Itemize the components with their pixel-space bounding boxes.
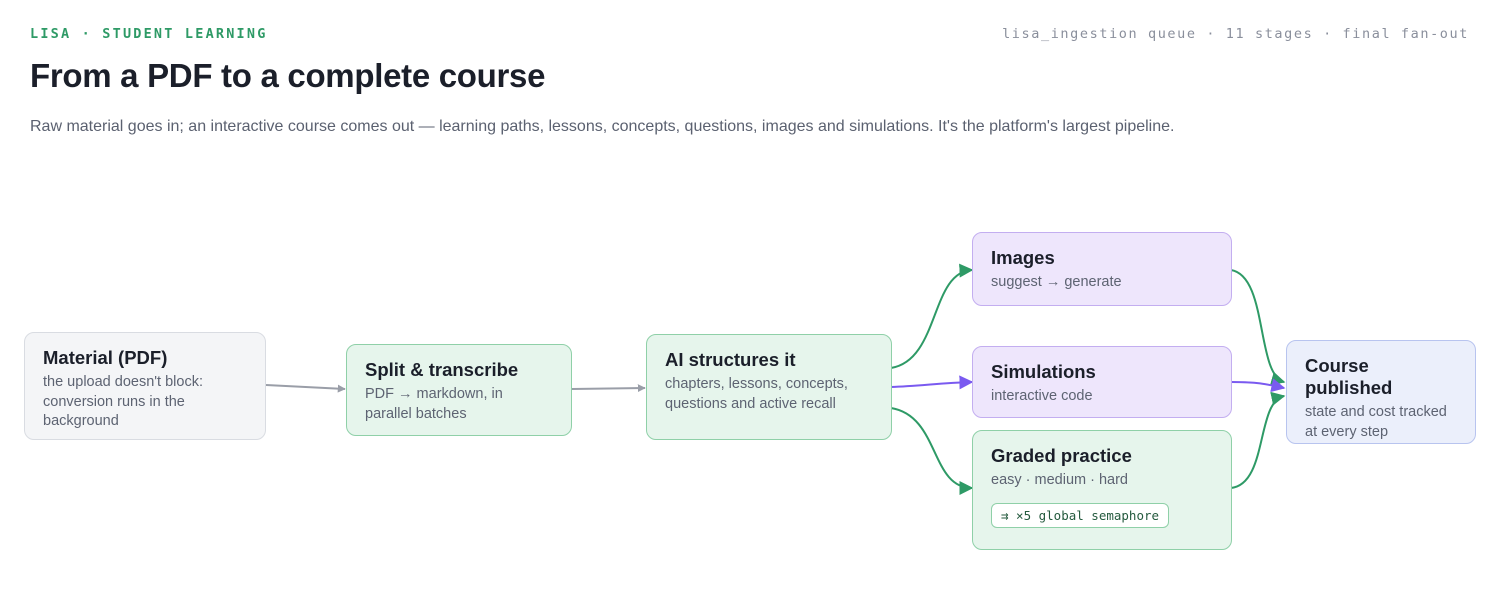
page-title: From a PDF to a complete course xyxy=(30,57,546,94)
page-subtitle: Raw material goes in; an interactive cou… xyxy=(30,118,1175,135)
node-ai-structures: AI structures it chapters, lessons, conc… xyxy=(646,334,892,440)
arrow-material-to-split xyxy=(265,384,346,393)
semaphore-chip: ⇉ ×5 global semaphore xyxy=(991,502,1170,528)
node-practice-title: Graded practice xyxy=(991,445,1132,466)
pipeline-meta: lisa_ingestion queue · 11 stages · final… xyxy=(1002,26,1469,42)
node-images-desc: suggest → generate xyxy=(991,274,1122,290)
arrow-ai-to-practice xyxy=(890,407,974,495)
node-practice-desc: easy · medium · hard xyxy=(991,472,1128,488)
node-images-title: Images xyxy=(991,247,1055,268)
node-simulations-desc: interactive code xyxy=(991,388,1093,404)
eyebrow-label: LISA · STUDENT LEARNING xyxy=(30,26,268,42)
arrow-ai-to-simulations xyxy=(890,375,974,390)
node-images: Images suggest → generate xyxy=(972,232,1232,306)
node-graded-practice: Graded practice easy · medium · hard ⇉ ×… xyxy=(972,430,1232,550)
arrow-practice-to-course xyxy=(1230,391,1286,489)
node-material: Material (PDF) the upload doesn't block:… xyxy=(24,332,266,440)
node-course-published: Course published state and cost tracked … xyxy=(1286,340,1476,444)
node-course-title: Course published xyxy=(1305,355,1393,398)
arrow-simulations-to-course xyxy=(1230,378,1286,393)
arrow-split-to-ai xyxy=(571,384,646,393)
arrow-images-to-course xyxy=(1230,269,1286,386)
node-material-desc: the upload doesn't block: conversion run… xyxy=(43,374,203,429)
node-ai-title: AI structures it xyxy=(665,349,796,370)
node-simulations: Simulations interactive code xyxy=(972,346,1232,418)
arrow-ai-to-images xyxy=(890,263,974,369)
node-course-desc: state and cost tracked at every step xyxy=(1305,404,1447,440)
node-split-desc: PDF → markdown, in parallel batches xyxy=(365,386,503,422)
node-ai-desc: chapters, lessons, concepts, questions a… xyxy=(665,376,848,412)
node-material-title: Material (PDF) xyxy=(43,347,168,368)
node-simulations-title: Simulations xyxy=(991,361,1096,382)
node-split-title: Split & transcribe xyxy=(365,359,519,380)
node-split-transcribe: Split & transcribe PDF → markdown, in pa… xyxy=(346,344,572,436)
